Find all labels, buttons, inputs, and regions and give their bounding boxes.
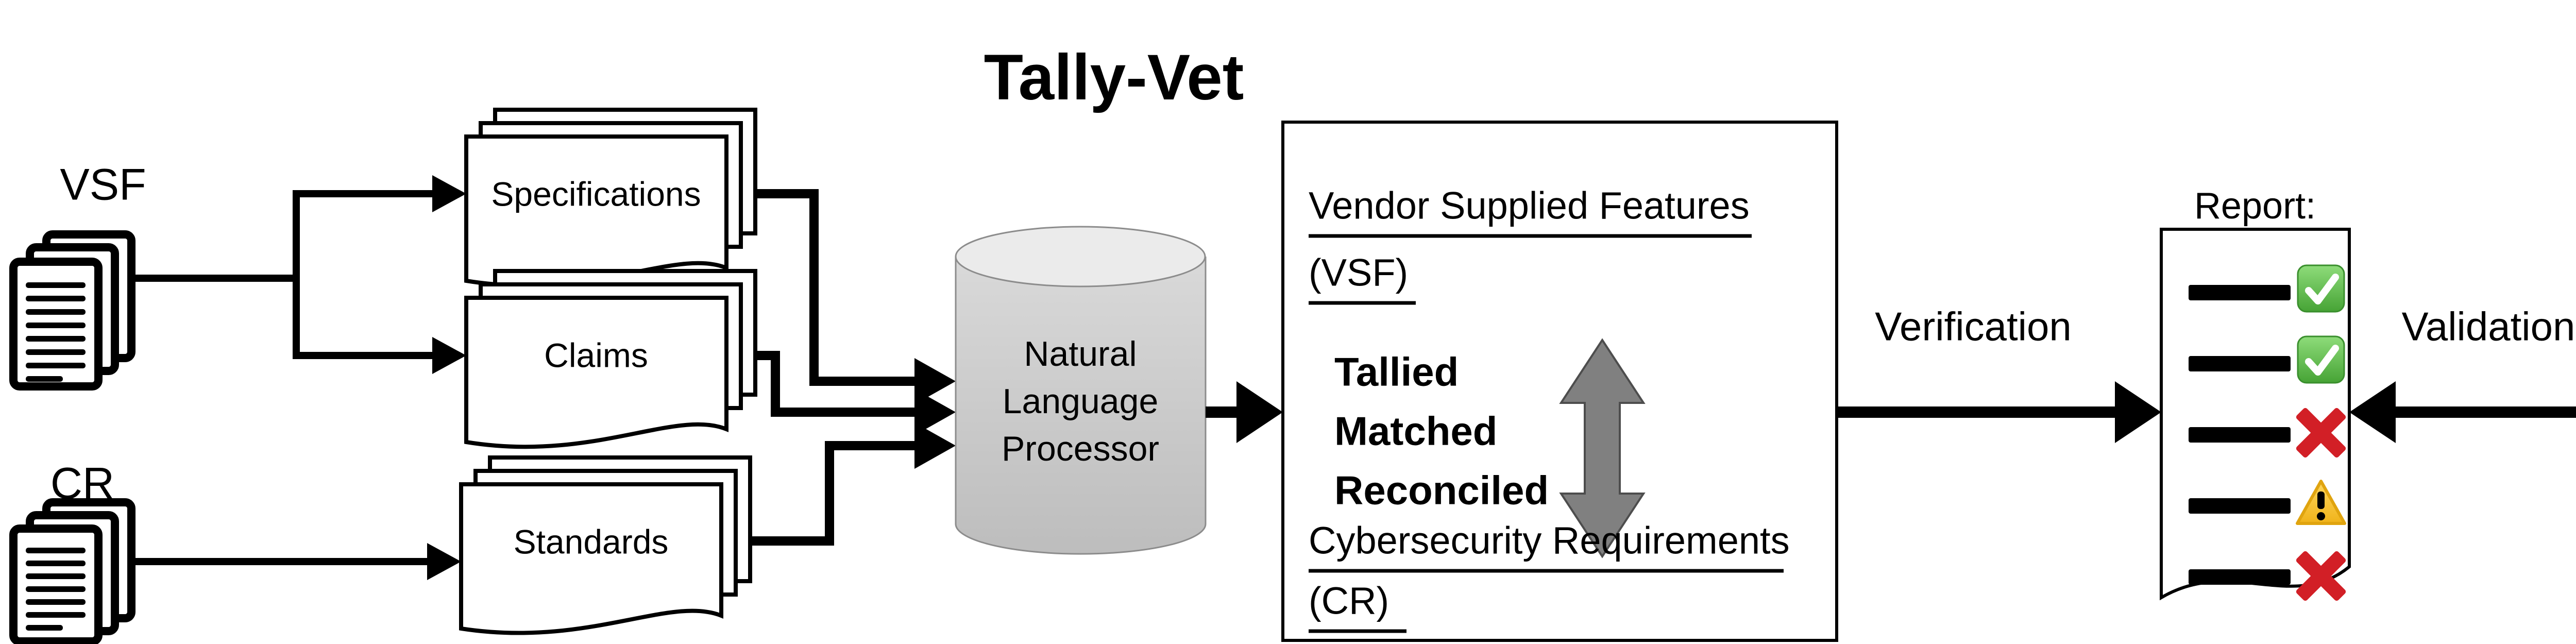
pass-check-icon [2297, 335, 2345, 384]
arrow-into-nlp-top [914, 358, 956, 404]
nlp-text-line1: Natural [1024, 334, 1137, 374]
nlp-cylinder: Natural Language Processor [955, 226, 1207, 555]
keyword-matched: Matched [1334, 409, 1497, 454]
arrow-into-nlp-middle [914, 389, 956, 435]
double-headed-arrow-icon [1559, 338, 1646, 558]
vsf-label: VSF [60, 160, 146, 210]
specifications-to-nlp-connector [755, 189, 914, 386]
nlp-to-box-arrow [1206, 381, 1283, 443]
vsf-branch-connector [131, 190, 432, 359]
report-result-bars [2189, 285, 2291, 585]
arrow-into-claims [432, 337, 466, 374]
verification-arrow [1837, 381, 2161, 443]
cr-documents-icon [9, 498, 135, 644]
fail-x-icon [2296, 551, 2346, 601]
vsf-document-text-lines [26, 282, 86, 382]
report-document [2160, 228, 2351, 601]
validation-arrow [2349, 381, 2576, 443]
nlp-text-line2: Language [1003, 382, 1159, 421]
cr-document-text-lines [26, 548, 86, 631]
pass-check-icon [2297, 264, 2345, 313]
cr-heading-line1: Cybersecurity Requirements [1309, 519, 1790, 562]
standards-stack-label: Standards [514, 522, 669, 561]
cr-heading-line2: (CR) [1309, 580, 1389, 622]
nlp-text-line3: Processor [1002, 429, 1159, 468]
claims-to-nlp-connector [755, 351, 914, 417]
report-title: Report: [2194, 185, 2316, 227]
validation-label: Validation [2402, 304, 2575, 349]
arrow-into-nlp-bottom [914, 422, 956, 469]
standards-to-nlp-connector [750, 441, 914, 546]
arrow-into-standards [427, 543, 461, 580]
arrow-into-specifications [432, 175, 466, 212]
claims-stack: Claims [464, 269, 757, 449]
fail-x-icon [2296, 408, 2346, 458]
vsf-documents-icon [9, 230, 135, 391]
tally-vet-title: Tally-Vet [984, 42, 1244, 113]
warning-triangle-icon [2296, 480, 2346, 525]
verification-label: Verification [1875, 304, 2072, 349]
vsf-heading-line2: (VSF) [1309, 251, 1408, 294]
claims-stack-label: Claims [544, 336, 648, 374]
specifications-stack: Specifications [464, 108, 757, 288]
standards-stack: Standards [459, 455, 752, 635]
keyword-tallied: Tallied [1334, 349, 1459, 395]
vsf-heading-line1: Vendor Supplied Features [1309, 184, 1750, 227]
keyword-reconciled: Reconciled [1334, 468, 1549, 513]
comparison-box: Vendor Supplied Features (VSF) Tallied M… [1281, 121, 1838, 642]
specifications-stack-label: Specifications [491, 175, 701, 213]
